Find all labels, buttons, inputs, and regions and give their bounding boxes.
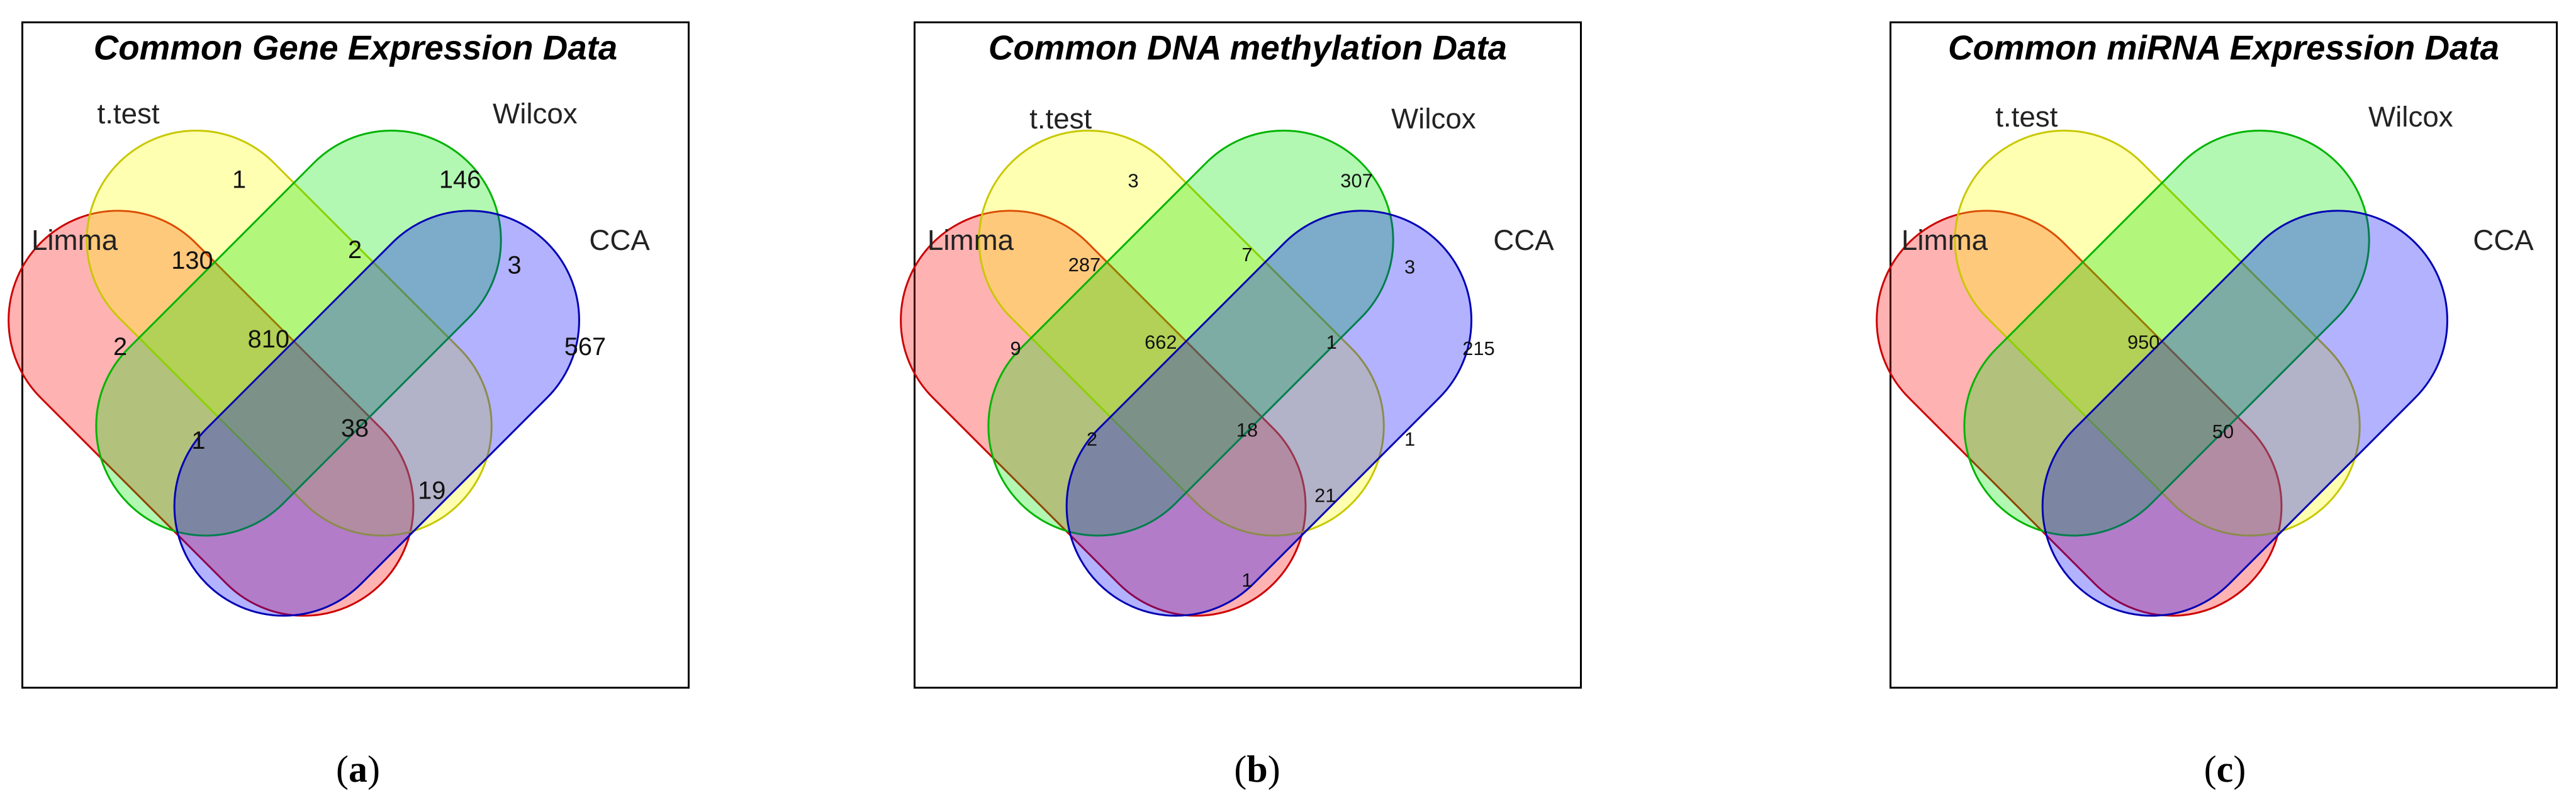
panel-title: Common DNA methylation Data	[988, 28, 1507, 67]
count-limma-wilcox: 1	[191, 427, 205, 454]
venn-panel-mirna-expression: Common miRNA Expression Data t.test Wilc…	[1830, 21, 2558, 689]
caption-letter: c	[2216, 748, 2234, 790]
count-wilcox-cca: 3	[507, 252, 521, 279]
count-all-four: 38	[341, 414, 369, 442]
set-label-wilcox: Wilcox	[2368, 101, 2453, 133]
count-cca-only: 567	[564, 333, 606, 361]
caption-b: (b)	[1234, 748, 1280, 790]
set-label-ttest: t.test	[1029, 103, 1092, 135]
panel-title: Common miRNA Expression Data	[1948, 28, 2499, 67]
count-all-four: 18	[1236, 419, 1258, 441]
set-label-limma: Limma	[1901, 224, 1988, 256]
count-limma-ttest-wilcox: 662	[1145, 331, 1177, 353]
count-wilcox-only: 146	[439, 166, 481, 194]
caption-a: (a)	[336, 748, 380, 790]
count-ttest-only: 1	[232, 166, 246, 194]
set-label-wilcox: Wilcox	[1391, 103, 1476, 135]
set-label-cca: CCA	[1493, 224, 1554, 256]
count-limma-wilcox: 2	[1087, 428, 1097, 450]
caption-letter: b	[1246, 748, 1268, 790]
set-label-cca: CCA	[589, 224, 650, 256]
count-limma-cca: 1	[1241, 569, 1252, 591]
count-limma-ttest: 287	[1068, 254, 1100, 276]
panel-title: Common Gene Expression Data	[94, 28, 617, 67]
count-ttest-wilcox: 2	[348, 236, 362, 264]
count-ttest-only: 3	[1128, 170, 1138, 192]
count-all-four: 50	[2212, 420, 2234, 443]
count-limma-ttest-wilcox: 950	[2127, 331, 2159, 353]
set-label-limma: Limma	[927, 224, 1014, 256]
venn-panel-dna-methylation: Common DNA methylation Data t.test Wilco…	[854, 21, 1582, 689]
caption-c: (c)	[2204, 748, 2246, 790]
set-label-cca: CCA	[2473, 224, 2534, 256]
count-ttest-cca: 1	[1404, 428, 1415, 450]
set-label-ttest: t.test	[1995, 101, 2058, 133]
count-cca-only: 215	[1462, 337, 1494, 359]
count-limma-ttest-cca: 21	[1314, 485, 1336, 507]
venn-diagram-c: Common miRNA Expression Data t.test Wilc…	[1830, 28, 2534, 662]
caption-letter: a	[349, 748, 367, 790]
venn-diagram-a: Common Gene Expression Data t.test Wilco…	[0, 28, 650, 662]
count-wilcox-only: 307	[1340, 170, 1372, 192]
set-label-ttest: t.test	[98, 98, 160, 130]
count-ttest-cca: 19	[418, 477, 445, 505]
count-limma-only: 2	[113, 333, 127, 361]
count-wilcox-cca: 3	[1404, 256, 1415, 278]
set-label-wilcox: Wilcox	[493, 98, 578, 130]
count-limma-ttest-wilcox: 810	[248, 325, 289, 353]
venn-panel-gene-expression: Common Gene Expression Data t.test Wilco…	[0, 21, 690, 689]
count-limma-only: 9	[1011, 337, 1021, 359]
venn-diagram-b: Common DNA methylation Data t.test Wilco…	[854, 28, 1554, 662]
count-ttest-wilcox-cca: 1	[1326, 331, 1337, 353]
count-limma-ttest: 130	[171, 247, 213, 274]
set-label-limma: Limma	[31, 224, 118, 256]
count-ttest-wilcox: 7	[1241, 244, 1252, 266]
